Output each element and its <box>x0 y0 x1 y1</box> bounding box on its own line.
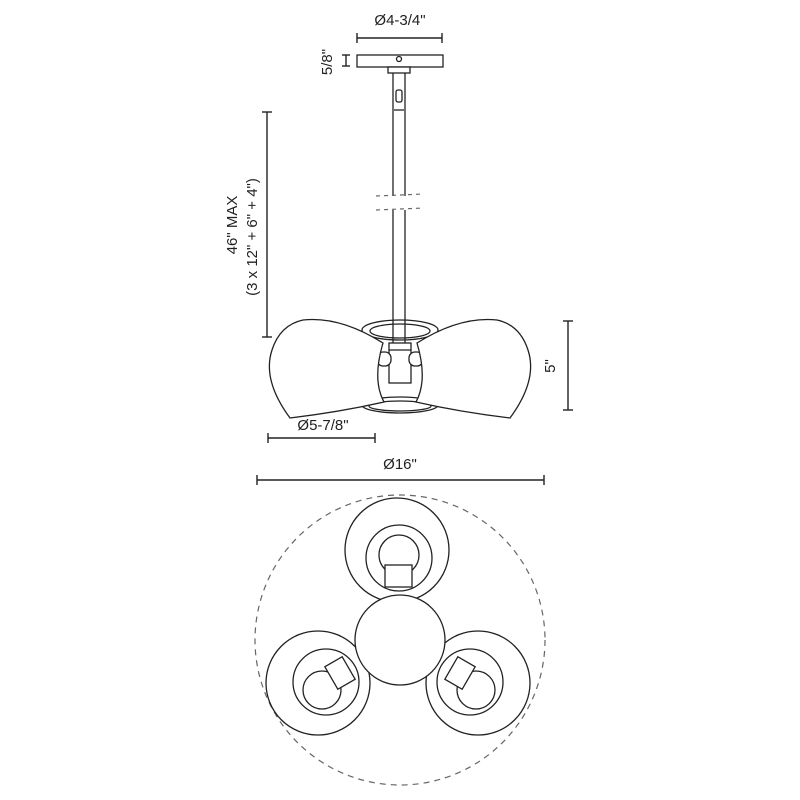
canopy-height-dimension: 5/8" <box>319 49 350 75</box>
shade-bottom-right <box>425 630 531 736</box>
shade-diameter-dimension: Ø5-7/8" <box>267 417 376 443</box>
fixture-diameter-label: Ø16" <box>383 456 417 473</box>
canopy-height-label: 5/8" <box>319 49 336 75</box>
canopy-diameter-dimension: Ø4-3/4" <box>356 12 443 43</box>
fixture-bottom-view <box>254 494 546 786</box>
shade-diameter-label: Ø5-7/8" <box>297 417 348 434</box>
rod-breakdown-label: (3 x 12" + 6" + 4") <box>244 178 261 296</box>
overall-height-label: 46" MAX <box>224 196 241 255</box>
right-shade <box>415 318 532 419</box>
center-body <box>354 594 446 686</box>
shade-height-dimension: 5" <box>542 320 573 411</box>
shade-top <box>344 497 450 603</box>
canopy-diameter-label: Ø4-3/4" <box>374 12 425 29</box>
shade-bottom-left <box>265 630 371 736</box>
downrod <box>375 73 425 345</box>
canopy <box>356 54 444 74</box>
overall-height-dimension: 46" MAX (3 x 12" + 6" + 4") <box>224 111 272 338</box>
fixture-diameter-dimension: Ø16" <box>256 456 545 485</box>
shade-height-label: 5" <box>542 359 559 373</box>
left-shade <box>268 318 385 419</box>
